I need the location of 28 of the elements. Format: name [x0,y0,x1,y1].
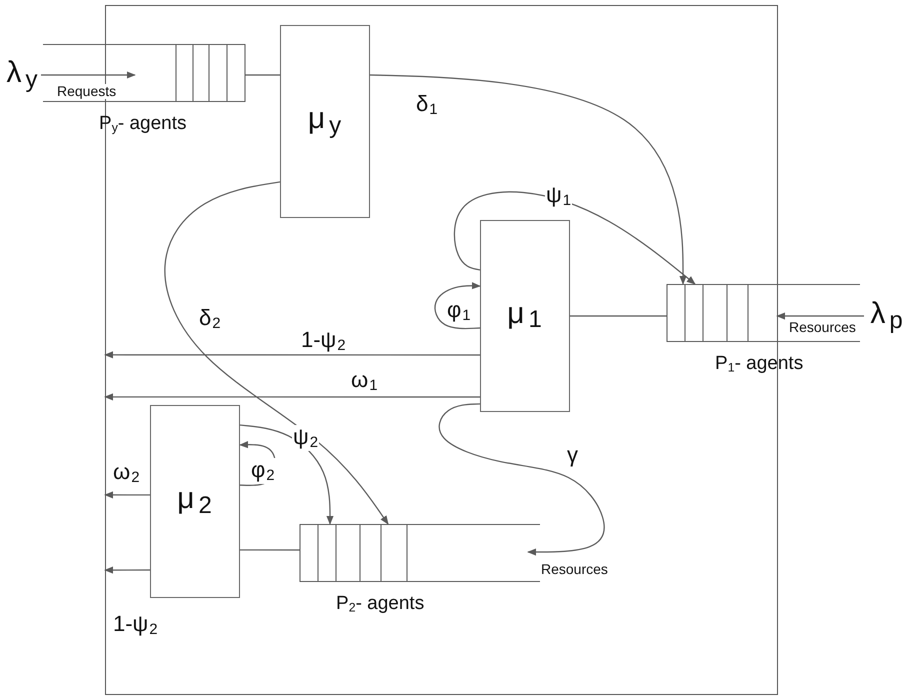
server-box: μ$_{1}$ [480,220,570,412]
connector-line [240,549,300,551]
arrow [454,191,696,285]
arrow [164,181,389,525]
arrow [41,71,136,79]
arrow [104,393,480,401]
edge-label: Requests [56,84,118,99]
queue-drawing [667,284,860,342]
queue-drawing [43,44,245,102]
queue-drawing [300,524,540,582]
arrow [434,282,481,330]
rate-symbol: λ$_{p}$ [864,296,909,336]
queue-caption: P$_{2}$- agents [336,594,424,616]
arrow [104,351,480,358]
arrow [438,403,605,556]
arrow [104,491,150,498]
edge-label: ψ$_{2}$ [292,425,320,451]
arrow [370,74,687,285]
server-box: μ$_{2}$ [150,404,240,598]
connector-line [245,74,280,76]
connector-line [570,315,667,317]
arrow [776,312,864,320]
server-box: μ$_{y}$ [280,24,370,218]
edge-label: φ$_{2}$ [250,458,276,484]
edge-label: Resources [788,320,857,335]
arrow [104,566,150,574]
rate-symbol: λ$_{y}$ [3,55,41,95]
text-label: Resources [540,562,609,577]
